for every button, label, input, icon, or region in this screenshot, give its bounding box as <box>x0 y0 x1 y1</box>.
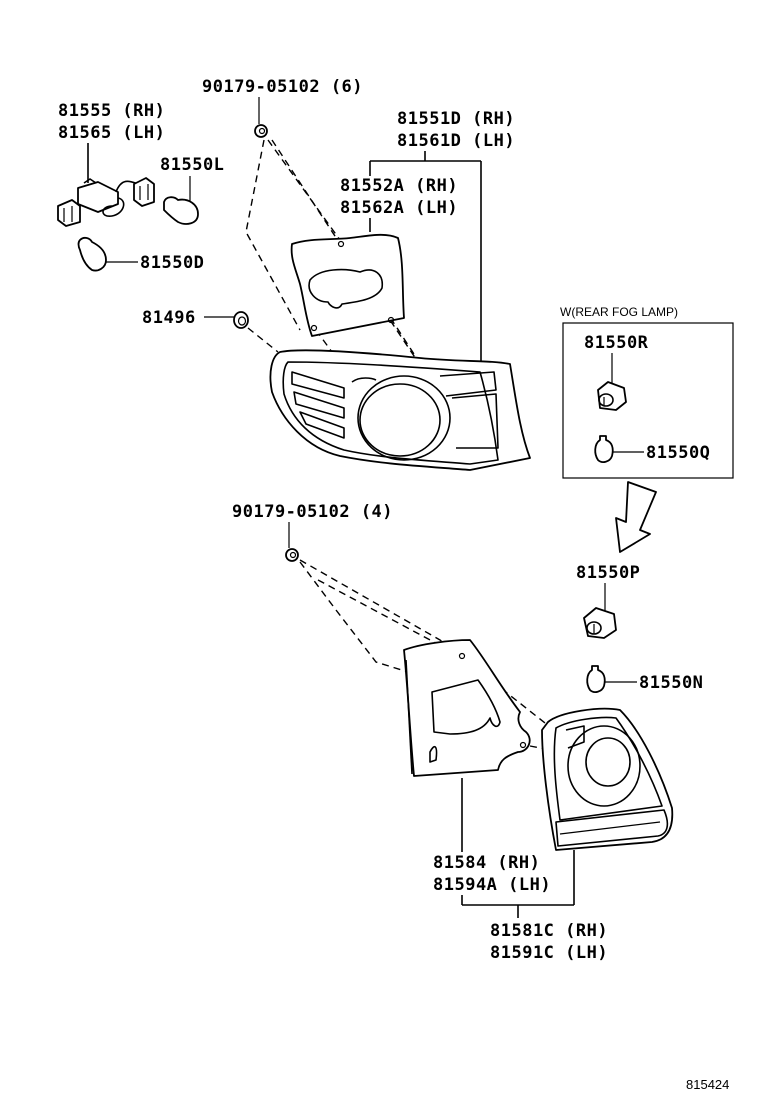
label-90179-05102-4: 90179-05102 (4) <box>232 502 393 522</box>
inner-gasket-part[interactable] <box>403 639 531 777</box>
diagram-reference-number: 815424 <box>686 1077 729 1092</box>
lens-circle-icon <box>357 375 451 461</box>
gasket-outline-icon <box>290 233 405 337</box>
label-81550p: 81550P <box>576 563 640 583</box>
screw-upper-part[interactable]: 90179-05102 (6) <box>202 77 363 138</box>
fog-lamp-box-frame <box>562 322 734 479</box>
label-81551d-rh: 81551D (RH) <box>397 109 515 129</box>
lamp-housing-icon <box>269 349 531 471</box>
label-81550d: 81550D <box>140 253 204 273</box>
lens-circle-icon <box>567 725 641 807</box>
bulb-81550n-part[interactable]: 81550N <box>586 665 703 693</box>
connector-left-icon <box>57 199 81 227</box>
fog-bulb-81550q-part[interactable]: 81550Q <box>594 435 710 463</box>
connector-right-icon <box>133 177 155 207</box>
gasket-outline-icon <box>403 639 531 777</box>
label-81591c-lh: 81591C (LH) <box>490 943 608 963</box>
wire-icon <box>102 197 125 217</box>
label-90179-05102-6: 90179-05102 (6) <box>202 77 363 97</box>
gasket-cutout-icon <box>308 268 384 309</box>
gasket-cutout-icon <box>431 679 501 735</box>
inner-lamp-callout[interactable]: 81581C (RH) 81591C (LH) <box>461 850 608 963</box>
screw-icon <box>285 548 299 562</box>
label-81581c-rh: 81581C (RH) <box>490 921 608 941</box>
grommet-81496-part[interactable]: 81496 <box>142 308 249 329</box>
inner-lamp-part[interactable] <box>541 707 674 851</box>
fog-socket-81550r-part[interactable]: 81550R <box>584 333 649 411</box>
direction-arrow-icon <box>615 481 657 553</box>
outer-gasket-part[interactable] <box>290 233 405 337</box>
label-81584-rh: 81584 (RH) <box>433 853 540 873</box>
bulb-icon <box>586 665 606 693</box>
wedge-bulb-icon <box>163 196 199 225</box>
outer-gasket-callout[interactable]: 81552A (RH) 81562A (LH) <box>340 176 458 232</box>
socket-and-wire-part[interactable]: 81555 (RH) 81565 (LH) <box>57 101 165 227</box>
inner-gasket-callout[interactable]: 81584 (RH) 81594A (LH) <box>433 778 551 895</box>
label-81496: 81496 <box>142 308 196 328</box>
label-81550n: 81550N <box>639 673 703 693</box>
bulb-81550l-part[interactable]: 81550L <box>160 155 224 225</box>
wedge-bulb-icon <box>77 236 107 272</box>
louvre-icon <box>291 371 345 399</box>
bulb-socket-icon <box>583 607 617 639</box>
outer-lamp-part[interactable] <box>269 349 531 471</box>
label-81555-rh: 81555 (RH) <box>58 101 165 121</box>
label-81565-lh: 81565 (LH) <box>58 123 165 143</box>
screw-lower-part[interactable]: 90179-05102 (4) <box>232 502 393 562</box>
screw-icon <box>254 124 268 138</box>
label-81552a-rh: 81552A (RH) <box>340 176 458 196</box>
label-81550q: 81550Q <box>646 443 710 463</box>
label-81561d-lh: 81561D (LH) <box>397 131 515 151</box>
rear-fog-lamp-box: W(REAR FOG LAMP) <box>560 305 734 479</box>
fog-lamp-box-title: W(REAR FOG LAMP) <box>560 305 678 319</box>
socket-81550p-part[interactable]: 81550P <box>576 563 640 639</box>
label-81562a-lh: 81562A (LH) <box>340 198 458 218</box>
label-81550l: 81550L <box>160 155 224 175</box>
outer-lamp-callout[interactable]: 81551D (RH) 81561D (LH) <box>369 109 515 362</box>
socket-body-icon <box>77 181 119 213</box>
label-81550r: 81550R <box>584 333 649 353</box>
bulb-81550d-part[interactable]: 81550D <box>77 236 205 273</box>
label-81594a-lh: 81594A (LH) <box>433 875 551 895</box>
bulb-icon <box>594 435 614 463</box>
